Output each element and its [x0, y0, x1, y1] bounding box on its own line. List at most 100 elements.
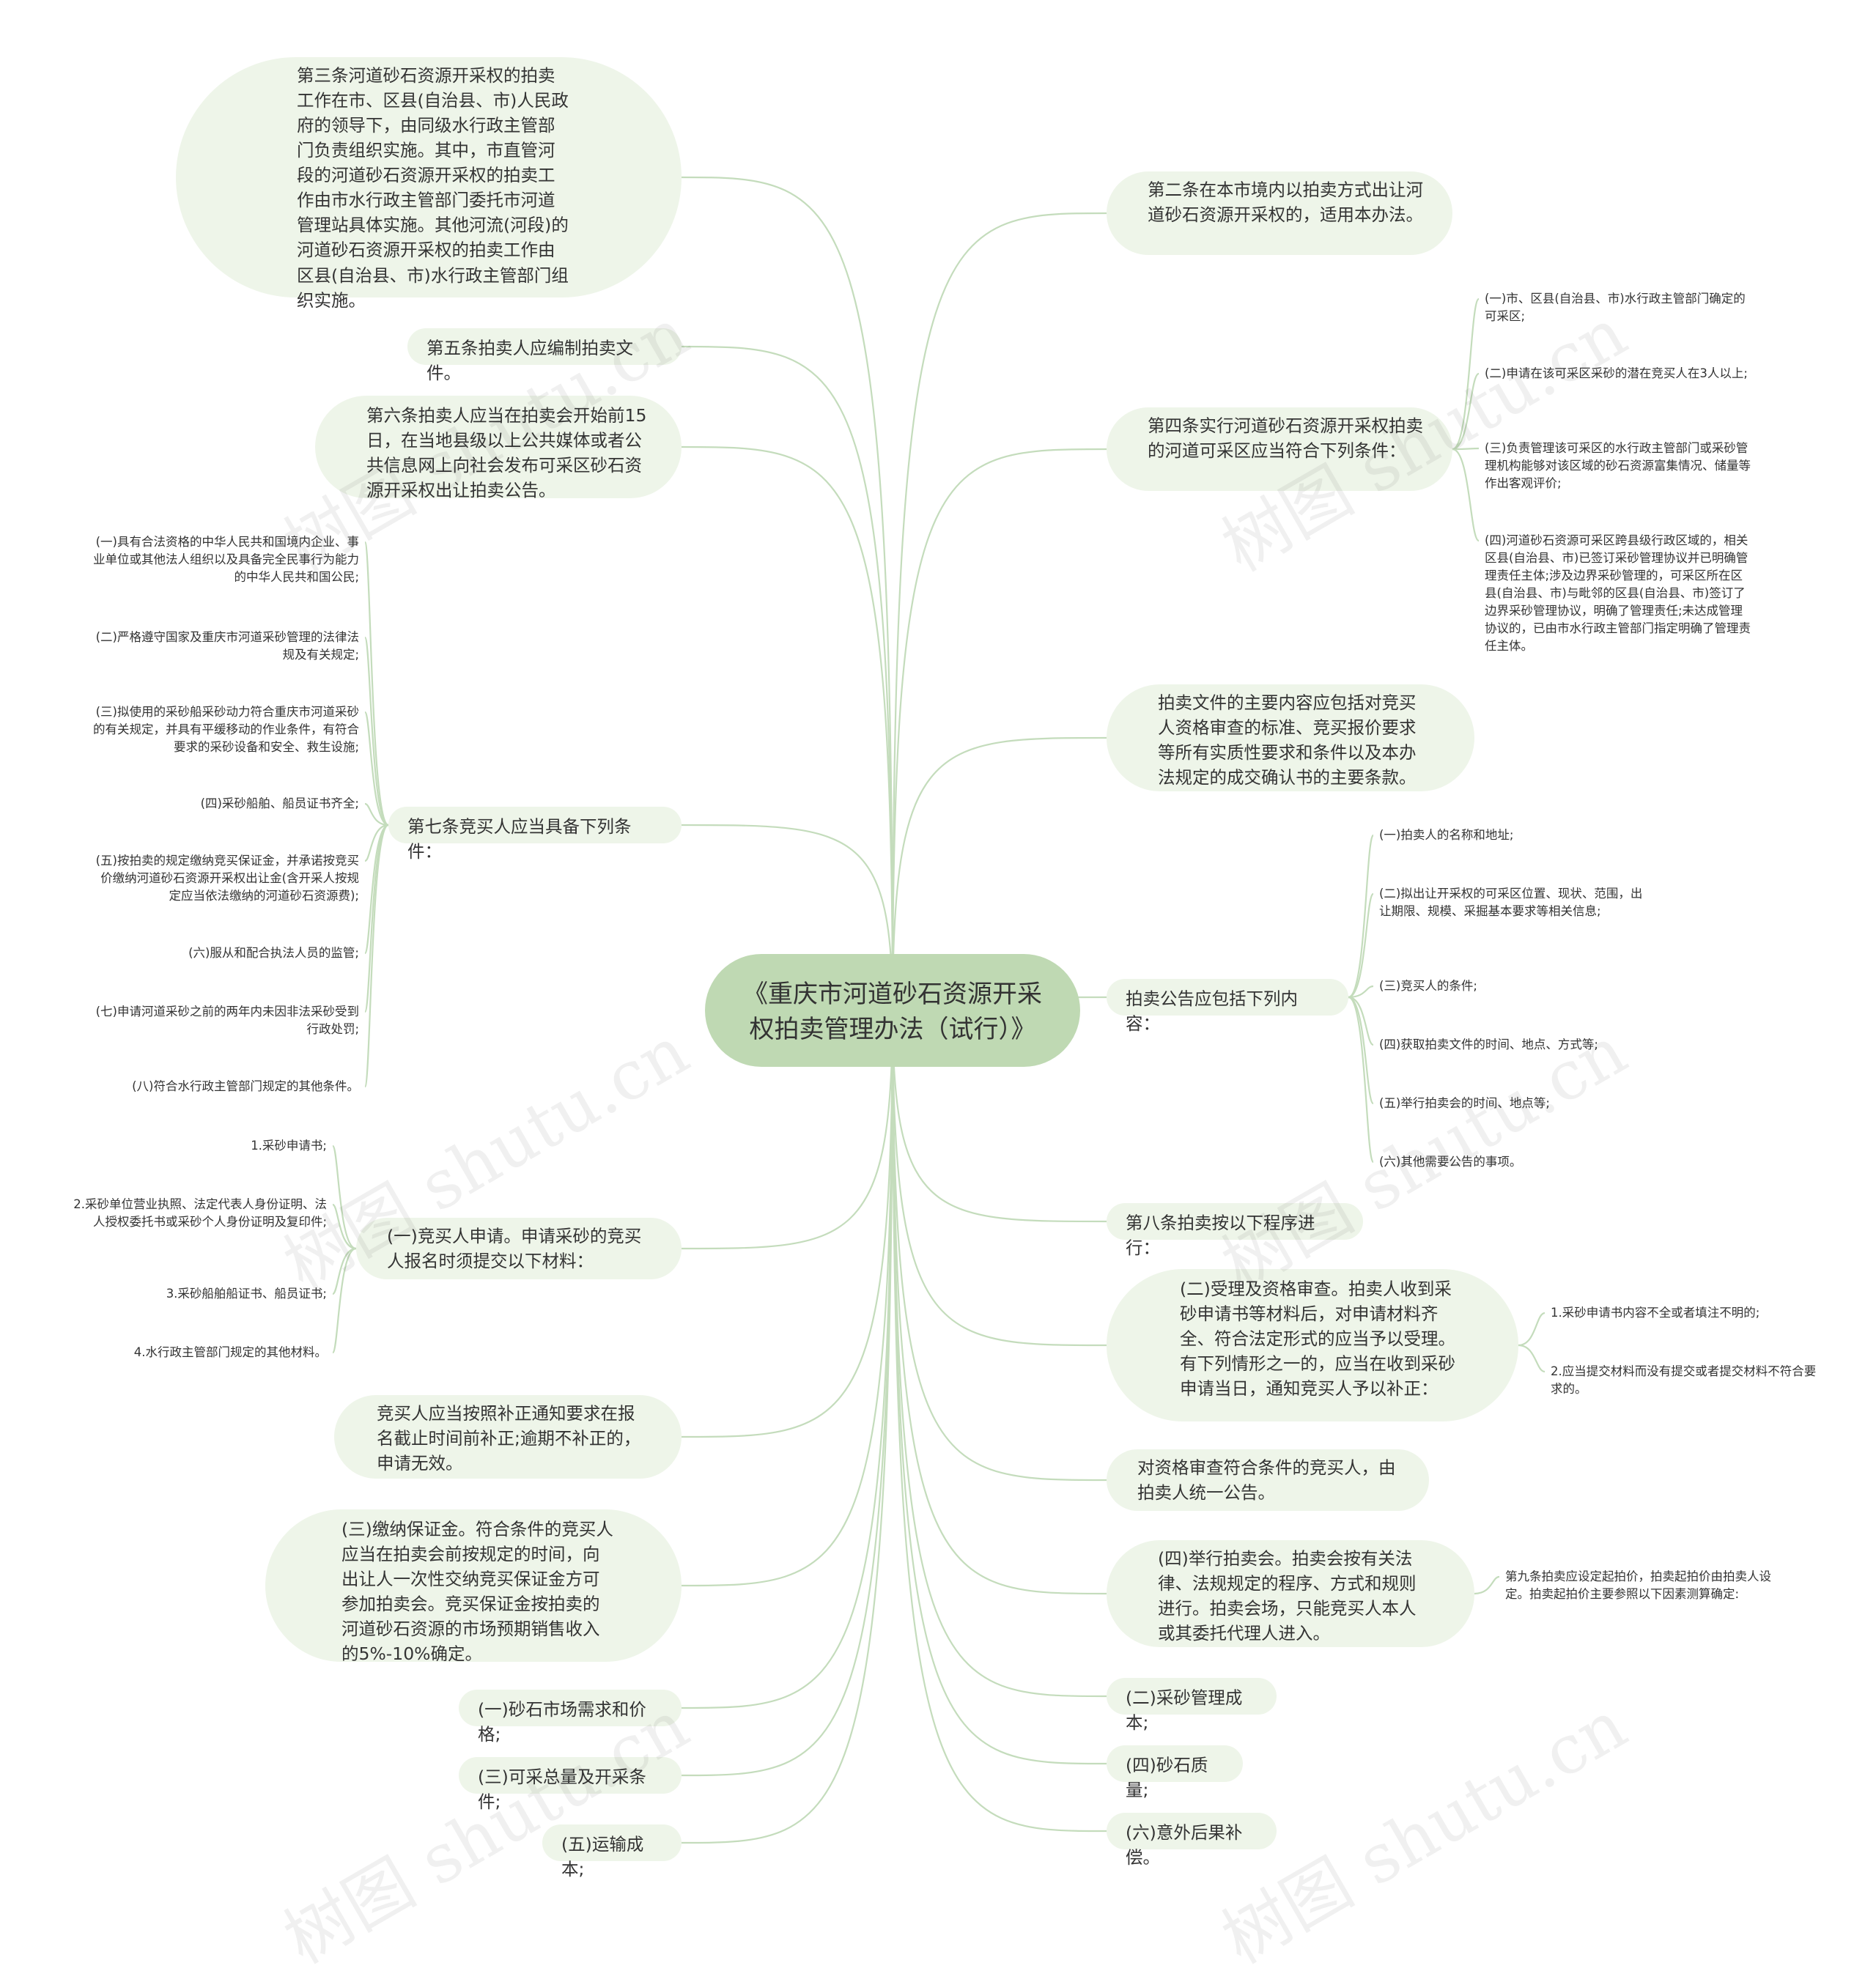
link-leaf-notice-1: [1348, 834, 1375, 999]
leaf-mining-area-2: (二)申请在该可采区采砂的潜在竞买人在3人以上;: [1485, 366, 1748, 380]
branch-deposit[interactable]: (三)缴纳保证金。符合条件的竞买人应当在拍卖会前按规定的时间，向出让人一次性交纳…: [265, 1509, 682, 1664]
branch-market-demand[interactable]: (一)砂石市场需求和价格;: [459, 1690, 682, 1745]
branch-article-3-text: 第三条河道砂石资源开采权的拍卖工作在市、区县(自治县、市)人民政府的领导下，由同…: [297, 65, 569, 311]
link-branch-auction-documents: [891, 736, 1107, 1011]
branch-article-6[interactable]: 第六条拍卖人应当在拍卖会开始前15日，在当地县级以上公共媒体或者公共信息网上向社…: [315, 396, 682, 500]
branch-total-reserves-text: (三)可采总量及开采条件;: [478, 1767, 646, 1813]
leaf-condition-6: (六)服从和配合执法人员的监管;: [188, 946, 359, 960]
leaf-material-4: 4.水行政主管部门规定的其他材料。: [133, 1345, 327, 1359]
link-branch-total-reserves: [681, 1010, 894, 1777]
link-branch-qualification-review: [891, 1010, 1107, 1347]
link-leaf-mining-area-2: [1452, 372, 1480, 451]
leaf-notice-3: (三)竞买人的条件;: [1379, 979, 1477, 993]
branch-article-5[interactable]: 第五条拍卖人应编制拍卖文件。: [407, 328, 682, 383]
leaf-condition-5: (五)按拍卖的规定缴纳竞买保证金，并承诺按竞买价缴纳河道砂石资源开采权出让金(含…: [95, 854, 359, 903]
branch-article-8[interactable]: 第八条拍卖按以下程序进行：: [1107, 1203, 1363, 1258]
branch-accident-compensation[interactable]: (六)意外后果补偿。: [1107, 1813, 1277, 1868]
link-branch-deposit: [681, 1010, 894, 1587]
root-topic-text: 《重庆市河道砂石资源开采权拍卖管理办法（试行）》: [743, 980, 1042, 1044]
leaf-material-1: 1.采砂申请书;: [251, 1139, 327, 1153]
branch-qualification-review-text: (二)受理及资格审查。拍卖人收到采砂申请书等材料后，对申请材料齐全、符合法定形式…: [1180, 1279, 1455, 1399]
branch-bidder-application[interactable]: (一)竞买人申请。申请采砂的竞买人报名时须提交以下材料：: [356, 1218, 682, 1279]
leaf-condition-8: (八)符合水行政主管部门规定的其他条件。: [132, 1079, 359, 1093]
link-branch-article-5: [681, 345, 894, 1011]
leaf-condition-7: (七)申请河道采砂之前的两年内未因非法采砂受到行政处罚;: [95, 1005, 359, 1036]
link-leaf-condition-7: [363, 824, 389, 1013]
link-leaf-material-2: [331, 1203, 357, 1250]
leaf-notice-4: (四)获取拍卖文件的时间、地点、方式等;: [1379, 1038, 1598, 1051]
link-branch-sand-quality: [891, 1010, 1107, 1765]
branch-transport-cost[interactable]: (五)运输成本;: [542, 1824, 682, 1879]
branch-accident-compensation-text: (六)意外后果补偿。: [1126, 1822, 1243, 1868]
branch-hold-auction[interactable]: (四)举行拍卖会。拍卖会按有关法律、法规规定的程序、方式和规则进行。拍卖会场，只…: [1107, 1540, 1474, 1647]
link-leaf-notice-6: [1348, 996, 1375, 1164]
branch-article-7-text: 第七条竞买人应当具备下列条件：: [407, 816, 632, 862]
link-branch-article-4: [891, 448, 1107, 1011]
branch-article-2-text: 第二条在本市境内以拍卖方式出让河道砂石资源开采权的，适用本办法。: [1148, 180, 1423, 226]
link-leaf-notice-5: [1348, 996, 1375, 1105]
link-branch-article-7: [681, 824, 894, 1011]
leaf-mining-area-4: (四)河道砂石资源可采区跨县级行政区域的，相关区县(自治县、市)已签订采砂管理协…: [1485, 533, 1751, 653]
link-branch-article-6: [681, 445, 894, 1011]
leaf-article-9: 第九条拍卖应设定起拍价，拍卖起拍价由拍卖人设定。拍卖起拍价主要参照以下因素测算确…: [1505, 1569, 1771, 1601]
branch-qualified-notice-text: 对资格审查符合条件的竞买人，由拍卖人统一公告。: [1137, 1457, 1396, 1504]
link-leaf-condition-5: [364, 824, 389, 862]
leaf-condition-2: (二)严格遵守国家及重庆市河道采砂管理的法律法规及有关规定;: [95, 630, 359, 662]
link-leaf-condition-1: [363, 541, 390, 827]
branch-article-4-text: 第四条实行河道砂石资源开采权拍卖的河道可采区应当符合下列条件：: [1148, 415, 1423, 462]
leaf-correction-2: 2.应当提交材料而没有提交或者提交材料不符合要求的。: [1551, 1364, 1817, 1396]
leaf-condition-3: (三)拟使用的采砂船采砂动力符合重庆市河道采砂的有关规定，并具有平缓移动的作业条…: [93, 705, 359, 754]
link-leaf-condition-6: [363, 824, 389, 955]
branch-bidder-application-text: (一)竞买人申请。申请采砂的竞买人报名时须提交以下材料：: [387, 1226, 642, 1272]
branch-auction-documents-text: 拍卖文件的主要内容应包括对竞买人资格审查的标准、竞买报价要求等所有实质性要求和条…: [1158, 692, 1417, 788]
link-leaf-material-1: [331, 1145, 357, 1250]
leaf-correction-1: 1.采砂申请书内容不全或者填注不明的;: [1551, 1306, 1760, 1320]
leaf-notice-1: (一)拍卖人的名称和地址;: [1379, 828, 1514, 842]
leaf-notice-6: (六)其他需要公告的事项。: [1379, 1155, 1522, 1169]
branch-transport-cost-text: (五)运输成本;: [561, 1834, 644, 1880]
branch-article-8-text: 第八条拍卖按以下程序进行：: [1126, 1213, 1315, 1259]
link-leaf-condition-4: [364, 802, 389, 827]
branch-article-2[interactable]: 第二条在本市境内以拍卖方式出让河道砂石资源开采权的，适用本办法。: [1107, 171, 1452, 255]
link-leaf-condition-8: [363, 824, 389, 1088]
link-leaf-mining-area-4: [1452, 448, 1480, 542]
link-branch-article-2: [891, 212, 1107, 1011]
link-leaf-mining-area-1: [1452, 297, 1480, 451]
link-branch-transport-cost: [681, 1010, 894, 1844]
branch-sand-management-cost[interactable]: (二)采砂管理成本;: [1107, 1678, 1277, 1733]
link-branch-correction: [681, 1010, 894, 1438]
branch-total-reserves[interactable]: (三)可采总量及开采条件;: [459, 1757, 682, 1812]
branch-deposit-text: (三)缴纳保证金。符合条件的竞买人应当在拍卖会前按规定的时间，向出让人一次性交纳…: [341, 1519, 613, 1665]
branch-auction-notice[interactable]: 拍卖公告应包括下列内容：: [1107, 979, 1348, 1034]
link-branch-bidder-application: [681, 1010, 894, 1250]
leaf-condition-1: (一)具有合法资格的中华人民共和国境内企业、事业单位或其他法人组织以及具备完全民…: [93, 535, 359, 584]
link-leaf-condition-3: [363, 711, 389, 827]
branch-qualification-review[interactable]: (二)受理及资格审查。拍卖人收到采砂申请书等材料后，对申请材料齐全、符合法定形式…: [1107, 1269, 1518, 1421]
branch-auction-notice-text: 拍卖公告应包括下列内容：: [1126, 988, 1298, 1035]
leaf-mining-area-3: (三)负责管理该可采区的水行政主管部门或采砂管理机构能够对该区域的砂石资源富集情…: [1485, 441, 1751, 490]
link-leaf-correction-2: [1518, 1344, 1546, 1373]
leaf-material-3: 3.采砂船舶船证书、船员证书;: [166, 1287, 327, 1301]
leaf-notice-5: (五)举行拍卖会的时间、地点等;: [1379, 1096, 1550, 1110]
branch-sand-management-cost-text: (二)采砂管理成本;: [1126, 1687, 1243, 1734]
link-branch-accident-compensation: [891, 1010, 1107, 1833]
branch-correction[interactable]: 竞买人应当按照补正通知要求在报名截止时间前补正;逾期不补正的，申请无效。: [334, 1395, 682, 1479]
link-branch-article-3: [681, 176, 894, 1011]
root-topic[interactable]: 《重庆市河道砂石资源开采权拍卖管理办法（试行）》: [705, 954, 1080, 1067]
branch-article-4[interactable]: 第四条实行河道砂石资源开采权拍卖的河道可采区应当符合下列条件：: [1107, 407, 1452, 491]
branch-auction-documents[interactable]: 拍卖文件的主要内容应包括对竞买人资格审查的标准、竞买报价要求等所有实质性要求和条…: [1107, 684, 1474, 791]
branch-article-5-text: 第五条拍卖人应编制拍卖文件。: [426, 338, 633, 384]
leaf-mining-area-1: (一)市、区县(自治县、市)水行政主管部门确定的可采区;: [1485, 292, 1746, 323]
branch-sand-quality[interactable]: (四)砂石质量;: [1107, 1745, 1243, 1800]
link-branch-article-8: [891, 1010, 1107, 1223]
branch-market-demand-text: (一)砂石市场需求和价格;: [478, 1699, 646, 1745]
link-leaf-notice-2: [1348, 892, 1375, 999]
branch-correction-text: 竞买人应当按照补正通知要求在报名截止时间前补正;逾期不补正的，申请无效。: [377, 1403, 641, 1474]
link-leaf-material-3: [331, 1247, 357, 1295]
leaf-notice-2: (二)拟出让开采权的可采区位置、现状、范围，出让期限、规模、采掘基本要求等相关信…: [1379, 887, 1643, 918]
branch-article-3[interactable]: 第三条河道砂石资源开采权的拍卖工作在市、区县(自治县、市)人民政府的领导下，由同…: [176, 57, 682, 311]
branch-qualified-notice[interactable]: 对资格审查符合条件的竞买人，由拍卖人统一公告。: [1107, 1449, 1429, 1511]
link-leaf-article-9: [1474, 1575, 1500, 1595]
branch-article-7[interactable]: 第七条竞买人应当具备下列条件：: [388, 807, 682, 862]
link-branch-hold-auction: [891, 1010, 1107, 1595]
